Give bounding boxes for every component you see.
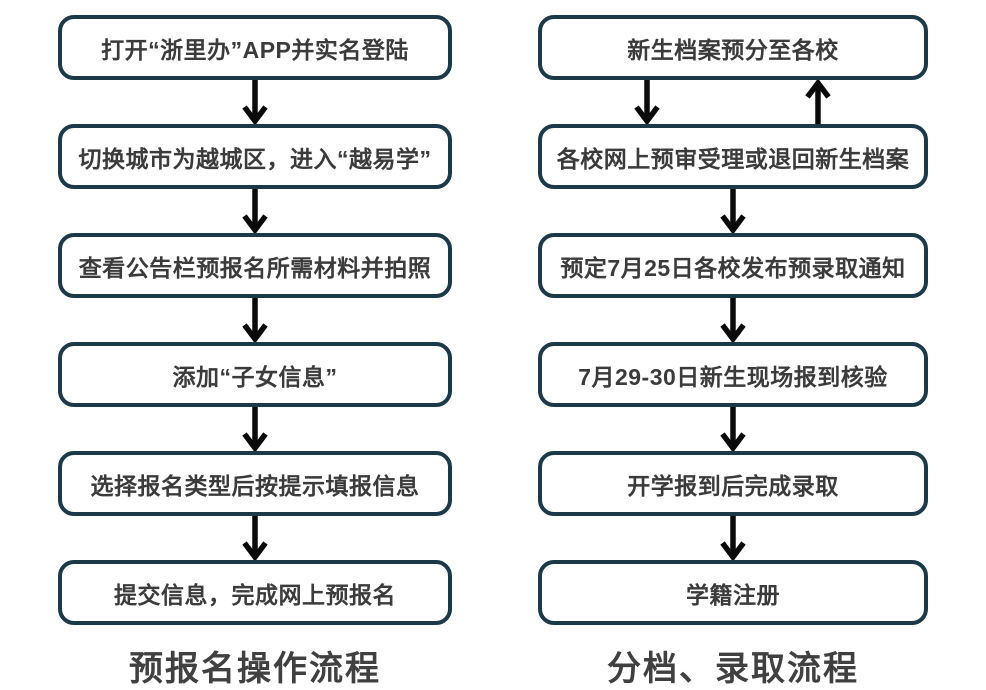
arrow-gap	[538, 189, 928, 233]
flow-column-admission: 新生档案预分至各校 各校网上预审受理或退回新生档案 预定7月25日各校发布预录取…	[538, 15, 928, 690]
down-arrow-icon	[720, 516, 746, 560]
flow-step-label: 切换城市为越城区，进入“越易学”	[78, 145, 432, 172]
flow-step-label: 学籍注册	[686, 581, 780, 608]
flow-step-label: 查看公告栏预报名所需材料并拍照	[78, 254, 432, 281]
flow-step-box: 7月29-30日新生现场报到核验	[538, 342, 928, 407]
flow-step-box: 添加“子女信息”	[58, 342, 452, 407]
down-arrow-icon	[720, 189, 746, 233]
flow-step-label: 预定7月25日各校发布预录取通知	[560, 254, 906, 281]
arrow-gap	[58, 298, 452, 342]
up-arrow-icon	[805, 80, 831, 124]
flow-step-box: 提交信息，完成网上预报名	[58, 560, 452, 625]
flow-step-label: 提交信息，完成网上预报名	[114, 581, 396, 608]
flow-step-label: 添加“子女信息”	[172, 363, 338, 390]
down-arrow-icon	[242, 516, 268, 560]
down-arrow-icon	[720, 298, 746, 342]
flow-title: 分档、录取流程	[607, 650, 859, 688]
flow-step-label: 选择报名类型后按提示填报信息	[90, 472, 420, 499]
arrow-gap	[58, 516, 452, 560]
down-arrow-icon	[242, 189, 268, 233]
flow-step-box: 选择报名类型后按提示填报信息	[58, 451, 452, 516]
flow-column-preregistration: 打开“浙里办”APP并实名登陆 切换城市为越城区，进入“越易学” 查看公告栏预报…	[58, 15, 452, 690]
flow-step-box: 开学报到后完成录取	[538, 451, 928, 516]
flow-step-box: 预定7月25日各校发布预录取通知	[538, 233, 928, 298]
arrow-gap-bidirectional	[538, 80, 928, 124]
flow-step-label: 各校网上预审受理或退回新生档案	[556, 145, 910, 172]
down-arrow-icon	[242, 80, 268, 124]
flow-step-box: 打开“浙里办”APP并实名登陆	[58, 15, 452, 80]
down-arrow-icon	[242, 298, 268, 342]
flow-step-label: 开学报到后完成录取	[627, 472, 839, 499]
flow-step-label: 打开“浙里办”APP并实名登陆	[101, 36, 409, 63]
flow-step-box: 各校网上预审受理或退回新生档案	[538, 124, 928, 189]
arrow-gap	[58, 407, 452, 451]
down-arrow-icon	[634, 80, 660, 124]
arrow-gap	[538, 298, 928, 342]
arrow-gap	[58, 189, 452, 233]
down-arrow-icon	[720, 407, 746, 451]
down-arrow-icon	[242, 407, 268, 451]
flow-step-box: 查看公告栏预报名所需材料并拍照	[58, 233, 452, 298]
flow-title: 预报名操作流程	[129, 650, 381, 688]
flow-step-box: 新生档案预分至各校	[538, 15, 928, 80]
flow-step-box: 切换城市为越城区，进入“越易学”	[58, 124, 452, 189]
flow-step-box: 学籍注册	[538, 560, 928, 625]
arrow-gap	[538, 516, 928, 560]
arrow-gap	[58, 80, 452, 124]
flow-step-label: 新生档案预分至各校	[627, 36, 839, 63]
arrow-gap	[538, 407, 928, 451]
flow-step-label: 7月29-30日新生现场报到核验	[578, 363, 888, 390]
